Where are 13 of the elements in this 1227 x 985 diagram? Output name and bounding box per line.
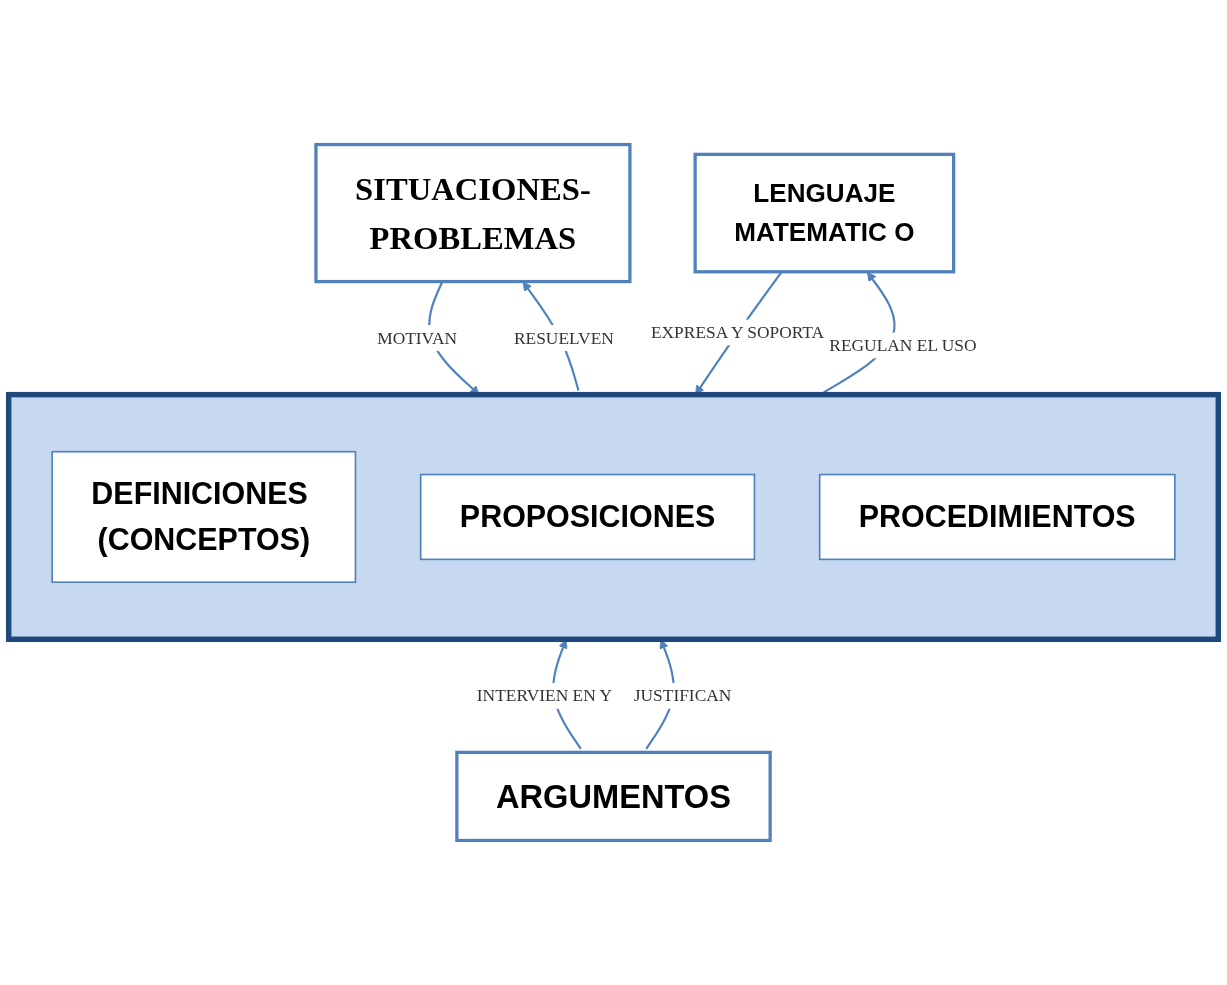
cluster: [5, 391, 1221, 642]
edge-label: RESUELVEN: [513, 328, 614, 347]
node-box: DEFINICIONES (CONCEPTOS): [51, 450, 357, 583]
edge-label: MOTIVAN: [377, 328, 458, 347]
edge-label: JUSTIFICAN: [633, 686, 732, 705]
edge-label: EXPRESA Y SOPORTA: [650, 322, 825, 342]
edge-label: INTERVIEN EN Y: [476, 686, 613, 705]
node-box: LENGUAJE MATEMATIC O: [693, 152, 956, 274]
node-box: ARGUMENTOS: [455, 750, 772, 843]
node-box: PROPOSICIONES: [419, 473, 756, 561]
edge-label: REGULAN EL USO: [829, 335, 977, 355]
node-box: SITUACIONES-PROBLEMAS: [314, 142, 632, 284]
node-box: PROCEDIMIENTOS: [818, 473, 1176, 561]
